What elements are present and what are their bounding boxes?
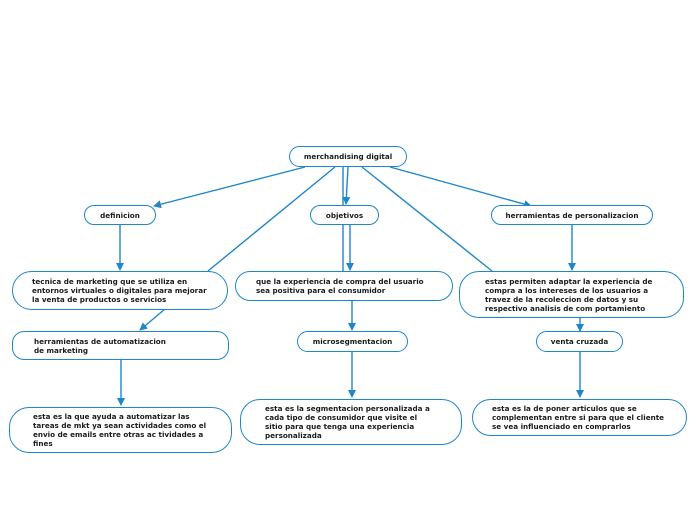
description-text-herramientas-personalizacion: estas permiten adaptar la experiencia de…	[485, 276, 653, 313]
description-text-definicion: tecnica de marketing que se utiliza en e…	[32, 277, 207, 304]
description-node-definicion[interactable]: tecnica de marketing que se utiliza en e…	[12, 271, 228, 310]
edge-root-personalizacion-description	[361, 166, 493, 272]
branch-node-definicion[interactable]: definicion	[84, 205, 156, 225]
description-node-herramientas-personalizacion[interactable]: estas permiten adaptar la experiencia de…	[459, 271, 684, 318]
sub-description-text-venta-cruzada: esta es la de poner articulos que se com…	[492, 404, 665, 431]
sub-description-text-microsegmentacion: esta es la segmentacion personalizada a …	[265, 404, 430, 440]
edge-root-objetivos	[342, 166, 351, 205]
sub-node-automatizacion[interactable]: herramientas de automatizacion de market…	[12, 331, 229, 360]
description-node-objetivos[interactable]: que la experiencia de compra del usuario…	[235, 271, 453, 301]
sub-description-node-microsegmentacion[interactable]: esta es la segmentacion personalizada a …	[240, 399, 462, 445]
description-text-objetivos: que la experiencia de compra del usuario…	[256, 277, 424, 295]
root-label: merchandising digital	[303, 152, 393, 161]
sub-description-node-venta-cruzada[interactable]: esta es la de poner articulos que se com…	[472, 399, 687, 436]
sub-description-text-automatizacion: esta es la que ayuda a automatizar las t…	[33, 412, 207, 448]
branch-label-definicion: definicion	[100, 210, 140, 220]
edge-definicion-desc-automatizacion	[139, 308, 166, 331]
edge-root-definicion	[153, 166, 306, 209]
sub-label-venta-cruzada: venta cruzada	[550, 337, 609, 346]
branch-label-herramientas-personalizacion: herramientas de personalizacion	[505, 210, 639, 220]
sub-label-microsegmentacion: microsegmentacion	[312, 337, 393, 346]
sub-label-automatizacion: herramientas de automatizacion de market…	[34, 336, 166, 355]
sub-node-venta-cruzada[interactable]: venta cruzada	[536, 331, 623, 352]
root-node[interactable]: merchandising digital	[289, 146, 407, 167]
edge-root-definicion-description	[207, 166, 336, 272]
branch-node-herramientas-personalizacion[interactable]: herramientas de personalizacion	[491, 205, 653, 225]
branch-node-objetivos[interactable]: objetivos	[310, 205, 379, 225]
edge-root-herramientas-personalizacion	[389, 166, 532, 208]
sub-description-node-automatizacion[interactable]: esta es la que ayuda a automatizar las t…	[9, 407, 232, 453]
branch-label-objetivos: objetivos	[325, 210, 364, 220]
sub-node-microsegmentacion[interactable]: microsegmentacion	[297, 331, 408, 352]
